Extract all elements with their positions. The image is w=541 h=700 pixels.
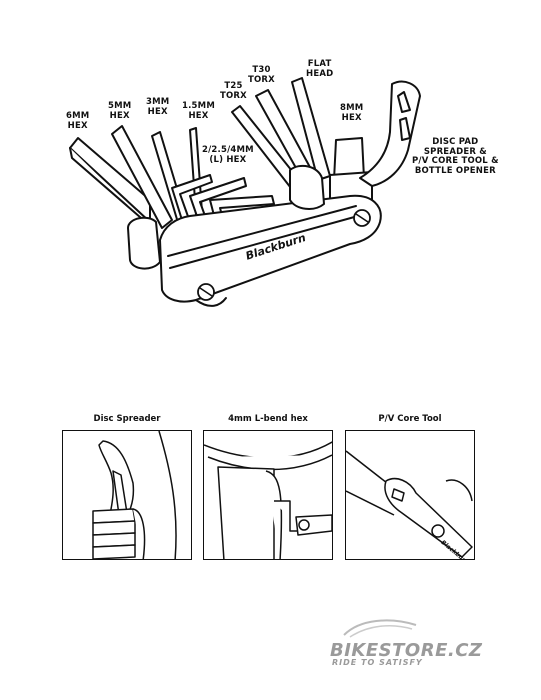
pv-core-tool-illustration [346, 450, 473, 558]
brand-swoosh-icon [343, 619, 417, 638]
footer-brand: BIKESTORE.CZ [330, 640, 483, 661]
panel-l-bend-hex [203, 430, 333, 560]
label-l-hex: 2/2.5/4MM(L) HEX [202, 145, 254, 165]
disc-spreader-illustration [92, 431, 177, 559]
panel-title-l-bend-hex: 4mm L-bend hex [228, 414, 308, 424]
footer-tagline: RIDE TO SATISFY [332, 658, 423, 667]
multitool-illustration [69, 77, 421, 307]
l-bend-hex-illustration [204, 441, 332, 559]
panel-title-disc-spreader: Disc Spreader [93, 414, 161, 424]
panel-title-pv-core-tool: P/V Core Tool [378, 414, 442, 424]
panel-pv-core-tool: Blackburn [345, 430, 475, 560]
panel-disc-spreader [62, 430, 192, 560]
